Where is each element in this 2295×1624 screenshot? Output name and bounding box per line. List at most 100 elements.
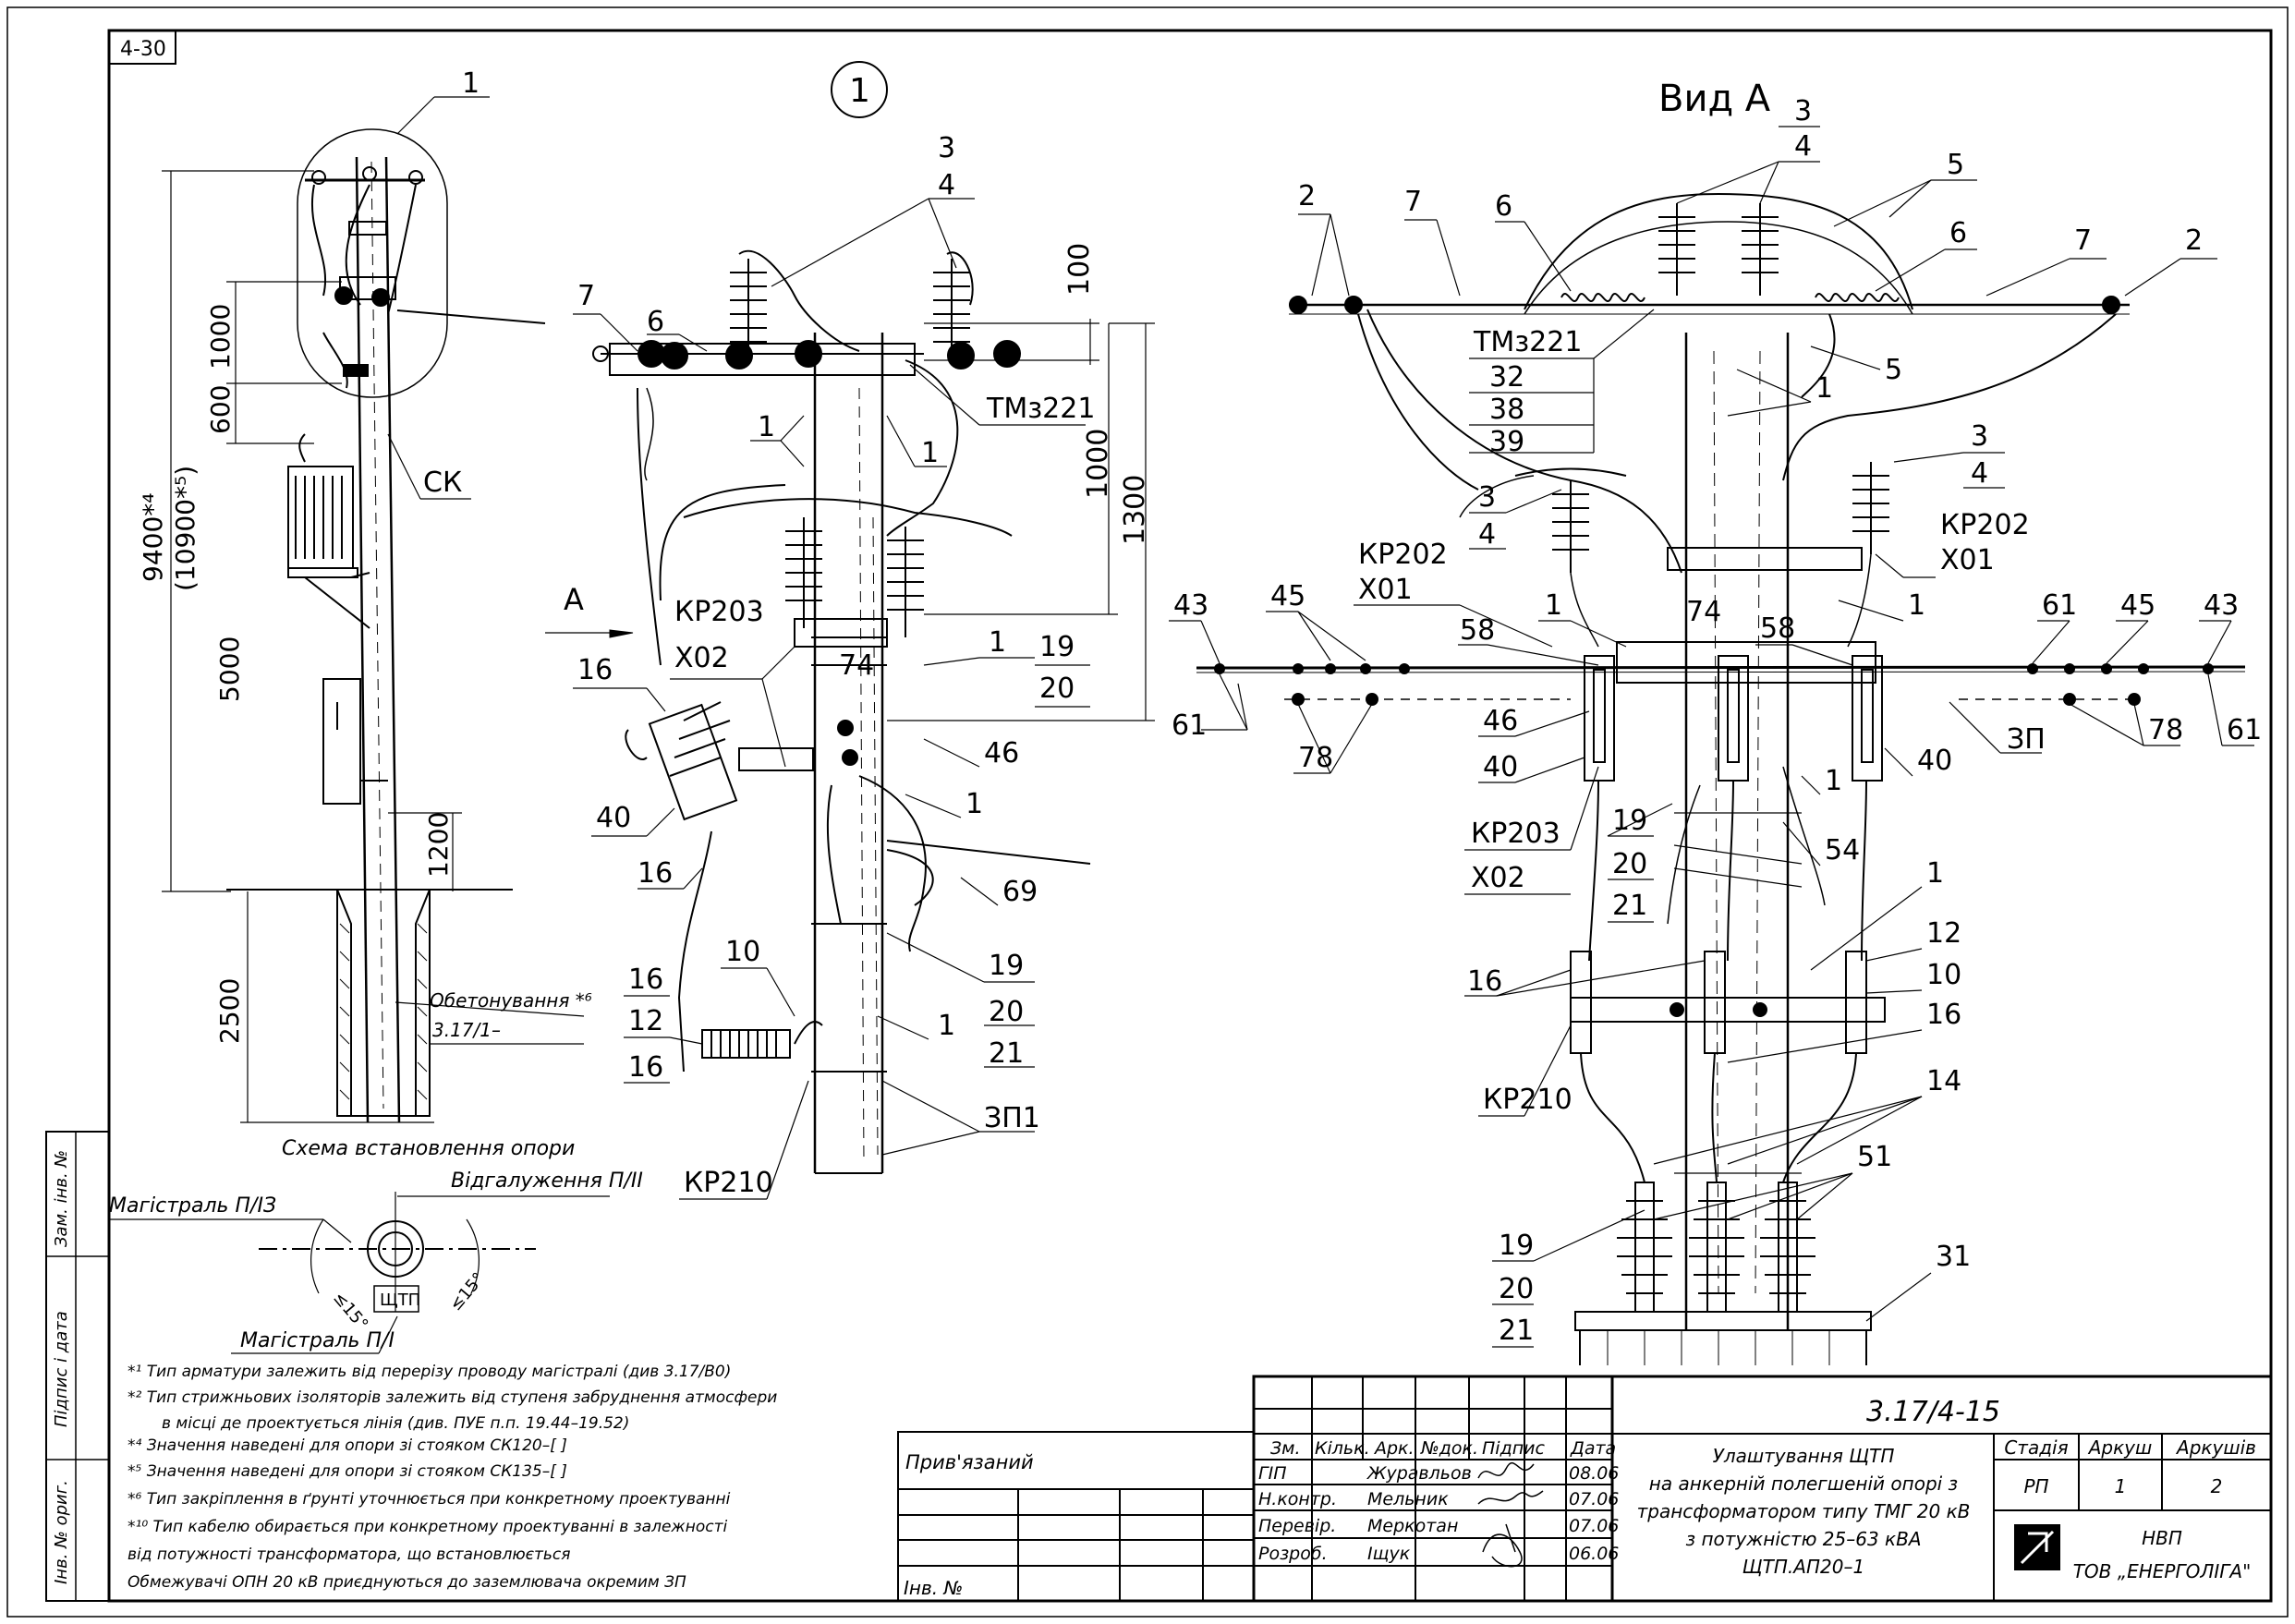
notes: *¹ Тип арматури залежить від перерізу пр… <box>128 1363 777 1592</box>
hdr-sign: Підпис <box>1482 1438 1545 1459</box>
v1-tm: ТМз221 <box>986 393 1095 425</box>
va-kp202a: КР202 <box>1358 539 1448 571</box>
v1-label-10: 10 <box>725 936 760 968</box>
hdr-kilk: Кільк. <box>1315 1438 1370 1459</box>
attached-block: Прив'язаний Інв. № <box>897 1431 1255 1602</box>
corner-code: 4-30 <box>120 38 166 61</box>
va-label-4: 4 <box>1794 130 1812 163</box>
row-date-1: 07.06 <box>1569 1489 1619 1509</box>
stage-val-1: 1 <box>2115 1475 2127 1497</box>
va-label-3c: 3 <box>1478 481 1496 514</box>
desc-line-4: з потужністю 25–63 кВА <box>1685 1528 1921 1550</box>
insulator-mid-right <box>887 527 924 637</box>
desc-line-2: на анкерній полегшеній опорі з <box>1649 1473 1958 1495</box>
v1-label-69: 69 <box>1002 876 1038 908</box>
transformer-top <box>1574 1311 1872 1331</box>
va-label-19a: 19 <box>1612 805 1647 837</box>
va-label-54: 54 <box>1825 834 1860 867</box>
stamp-orig: Інв. № ориг. <box>52 1480 71 1584</box>
v1-kp210: КР210 <box>684 1167 773 1199</box>
bushing-right <box>1760 1182 1815 1313</box>
va-label-21a: 21 <box>1612 890 1647 922</box>
va-kp202b: КР202 <box>1940 509 2030 541</box>
insulator-a-left <box>1658 203 1695 296</box>
va-label-3b: 3 <box>1971 420 1988 453</box>
note-2b: в місці де проектується лінія (див. ПУЕ … <box>162 1414 629 1433</box>
row-name-3: Іщук <box>1367 1544 1411 1564</box>
va-zp: ЗП <box>2007 723 2046 756</box>
dim-9400: 9400*⁴ <box>138 493 168 582</box>
fuse-right <box>1852 655 1883 782</box>
va-label-58b: 58 <box>1760 612 1795 645</box>
row-name-2: Меркотан <box>1367 1516 1458 1536</box>
v1-label-46: 46 <box>984 737 1019 770</box>
va-label-6b: 6 <box>1949 217 1967 249</box>
dim-5000: 5000 <box>214 636 245 702</box>
dim-10900: (10900*⁵) <box>170 466 200 591</box>
angle-right: ≤15° <box>446 1269 489 1315</box>
view-1-title: 1 <box>849 72 870 110</box>
v1-label-1b: 1 <box>921 437 939 469</box>
plan-scheme: ЩТП ≤15° ≤15° Відгалуження П/ІІ Магістра… <box>109 1170 643 1354</box>
v1-dim-1300: 1300 <box>1119 475 1151 545</box>
note-2: *² Тип стрижньових ізоляторів залежить в… <box>128 1388 777 1407</box>
v1-label-1c: 1 <box>989 626 1006 659</box>
va-label-12: 12 <box>1926 917 1961 950</box>
va-label-21b: 21 <box>1499 1315 1534 1347</box>
branch-label: Відгалуження П/ІІ <box>451 1170 643 1193</box>
v1-label-19b: 19 <box>989 950 1024 982</box>
v1-label-16b: 16 <box>638 857 673 890</box>
insulator-mid-left <box>785 517 822 628</box>
v1-label-16c: 16 <box>628 963 663 996</box>
v1-label-40: 40 <box>596 802 631 834</box>
corner-code-box <box>108 30 176 65</box>
arrester-horizontal <box>701 1029 791 1059</box>
row-role-1: Н.контр. <box>1258 1489 1337 1509</box>
va-label-4c: 4 <box>1478 518 1496 551</box>
v1-label-16a: 16 <box>577 654 613 686</box>
pole-scheme: 1 СК 1000 600 9400*⁴ (10900*⁵) 5000 1200… <box>138 67 592 1160</box>
va-label-4b: 4 <box>1971 457 1988 490</box>
v1-label-1d: 1 <box>965 788 983 820</box>
v1-label-7: 7 <box>577 280 595 312</box>
concreting-ref: 3.17/1– <box>432 1019 501 1041</box>
v1-x02: Х02 <box>674 642 729 674</box>
schema-caption: Схема встановлення опори <box>282 1137 575 1160</box>
va-label-10: 10 <box>1926 959 1961 991</box>
v1-label-1e: 1 <box>938 1010 955 1042</box>
note-4: *⁴ Значення наведені для опори зі стояко… <box>128 1436 567 1455</box>
va-label-20b: 20 <box>1499 1273 1534 1305</box>
hdr-ark: Арк. <box>1373 1438 1415 1459</box>
va-tm: ТМз221 <box>1473 326 1582 358</box>
note-10b: від потужності трансформатора, що встано… <box>128 1545 571 1564</box>
v1-label-21: 21 <box>989 1037 1024 1070</box>
v1-label-12: 12 <box>628 1005 663 1037</box>
va-x01a: Х01 <box>1358 574 1413 606</box>
va-label-3: 3 <box>1794 95 1812 127</box>
va-label-45a: 45 <box>1270 580 1305 612</box>
va-label-14: 14 <box>1926 1065 1961 1097</box>
insulator-top-right <box>933 259 970 360</box>
v1-label-16d: 16 <box>628 1051 663 1084</box>
va-label-1b: 1 <box>1545 589 1562 622</box>
arrow-a-label: А <box>564 582 584 617</box>
insulator-top-left <box>730 259 767 360</box>
va-label-16b: 16 <box>1926 999 1961 1031</box>
highlight-region <box>297 128 448 398</box>
row-name-0: Журавльов <box>1366 1463 1472 1484</box>
v1-label-74: 74 <box>839 649 874 682</box>
hdr-doc: №док. <box>1420 1438 1478 1459</box>
va-label-6a: 6 <box>1495 190 1512 223</box>
insulator-a-midright <box>1852 462 1889 554</box>
va-label-7b: 7 <box>2074 224 2092 257</box>
va-label-2b: 2 <box>2185 224 2203 257</box>
hdr-date: Дата <box>1570 1438 1616 1459</box>
dim-1000: 1000 <box>205 304 236 370</box>
va-label-45b: 45 <box>2120 589 2155 622</box>
stage-val-2: 2 <box>2211 1475 2223 1497</box>
bushing-mid <box>1689 1182 1744 1313</box>
station-box <box>373 1285 419 1313</box>
bushing-left <box>1617 1182 1672 1313</box>
va-label-51: 51 <box>1857 1141 1892 1173</box>
row-date-0: 08.06 <box>1569 1463 1619 1484</box>
